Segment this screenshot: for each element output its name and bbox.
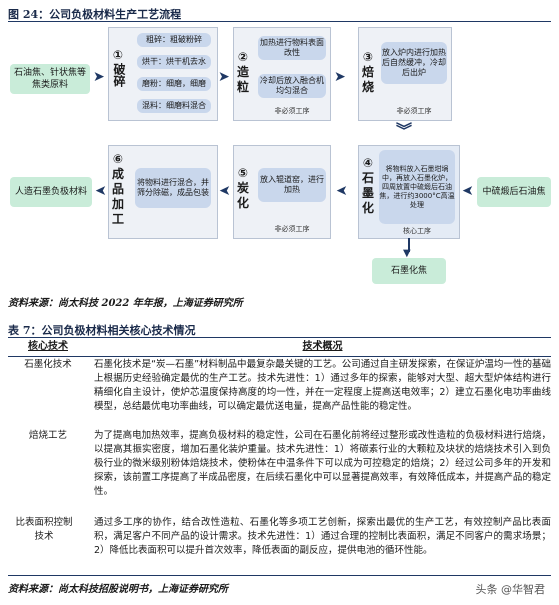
arrow-right-icon: ➤	[93, 69, 105, 85]
output-product-box: 人造石墨负极材料	[10, 177, 92, 207]
step-pill: 冷却后放入融合机均匀混合	[258, 74, 326, 98]
stage-carbonization: ⑤ 炭化 放入辊道窑，进行加热 非必须工序	[233, 145, 331, 239]
stage-note: 非必须工序	[274, 107, 310, 115]
table-caption: 表 7：公司负极材料相关核心技术情况	[8, 324, 196, 337]
table-bottom-rule	[8, 575, 551, 576]
stage-number: ②	[237, 50, 249, 64]
step-pill: 放入辊道窑，进行加热	[258, 168, 326, 202]
table-source: 资料来源：尚太科技招股说明书，上海证券研究所	[8, 580, 228, 595]
stage-roasting: ③ 焙烧 放入炉内进行加热后自然缓冲，冷却后出炉 非必须工序	[358, 27, 452, 121]
stage-name: 焙烧	[361, 65, 374, 94]
table-row: 石墨化技术 石墨化技术是“炭—石墨”材料制品中最复杂最关键的工艺。公司通过自主研…	[8, 358, 551, 428]
table-row: 比表面积控制技术 通过多工序的协作，结合改性造粒、石墨化等多项工艺创新，探索出最…	[8, 516, 551, 574]
step-pill: 加热进行物料表面改性	[258, 36, 326, 60]
stage-graphitization-label: ④ 石墨化	[361, 156, 375, 216]
tech-name: 石墨化技术	[24, 359, 72, 370]
stage-name: 成品加工	[111, 167, 124, 226]
arrow-right-icon: ➤	[218, 69, 230, 85]
stage-crushing-label: ① 破碎	[111, 48, 126, 91]
stage-granulation-label: ② 造粒	[236, 50, 250, 95]
tech-desc: 为了提高电加热效率，提高负极材料的稳定性，公司在石墨化前将经过整形或改性造粒的负…	[94, 430, 551, 497]
step-pill: 将物料放入石墨坩埚中，再放入石墨化炉，四周放置中硫煅后石油焦，进行约3000°C…	[379, 150, 455, 224]
table-row: 焙烧工艺 为了提高电加热效率，提高负极材料的稳定性，公司在石墨化前将经过整形或改…	[8, 429, 551, 513]
arrow-left-icon: ➤	[336, 183, 348, 199]
figure-source: 资料来源：尚太科技 2022 年年报，上海证券研究所	[8, 298, 243, 309]
step-pill: 烘干：烘干机去水	[137, 55, 211, 69]
stage-name: 炭化	[236, 181, 249, 210]
step-pill: 磨粉：细磨，细磨	[137, 77, 211, 91]
header-overview: 技术概况	[302, 341, 343, 352]
double-chevron-down-icon: ︾	[396, 121, 413, 140]
step-pill: 混料：细磨料混合	[137, 99, 211, 113]
table-source-part: 上海证券研究所	[158, 584, 228, 595]
graphitized-coke-box: 石墨化焦	[372, 258, 446, 284]
coke-input-box: 中硫煅后石油焦	[477, 177, 551, 207]
arrow-down-icon: ▼	[403, 248, 411, 259]
stage-number: ⑤	[237, 166, 249, 180]
arrow-left-icon: ➤	[219, 183, 231, 199]
raw-material-box: 石油焦、针状焦等焦类原料	[10, 64, 90, 94]
stage-note: 非必须工序	[274, 225, 310, 233]
stage-crushing: ① 破碎 粗碎：粗破粉碎 烘干：烘干机去水 磨粉：细磨，细磨 混料：细磨料混合	[108, 27, 218, 121]
step-pill: 粗碎：粗破粉碎	[137, 33, 211, 47]
tech-desc: 石墨化技术是“炭—石墨”材料制品中最复杂最关键的工艺。公司通过自主研发探索，在保…	[94, 359, 551, 412]
stage-name: 造粒	[236, 65, 249, 94]
figure-caption: 图 24：公司负极材料生产工艺流程	[8, 8, 182, 21]
step-pill: 放入炉内进行加热后自然缓冲，冷却后出炉	[381, 42, 447, 84]
arrow-down-line	[408, 238, 410, 252]
table-header: 核心技术 技术概况	[8, 340, 551, 356]
stage-carbonization-label: ⑤ 炭化	[236, 166, 250, 211]
tech-name: 焙烧工艺	[28, 430, 67, 441]
table-header-rule	[8, 356, 551, 357]
tech-name: 比表面积控制技术	[15, 517, 73, 542]
table-top-rule	[8, 337, 551, 338]
tech-desc: 通过多工序的协作，结合改性造粒、石墨化等多项工艺创新，探索出最优的生产工艺，有效…	[94, 517, 551, 556]
stage-note: 核心工序	[403, 227, 431, 235]
step-pill: 将物料进行混合，并筛分除磁，成品包装	[135, 168, 211, 208]
stage-number: ⑥	[112, 152, 124, 166]
stage-finishing-label: ⑥ 成品加工	[111, 152, 125, 227]
stage-roasting-label: ③ 焙烧	[361, 50, 375, 95]
arrow-left-icon: ➤	[95, 183, 107, 199]
arrow-left-icon: ➤	[462, 183, 474, 199]
figure-top-rule	[8, 21, 551, 22]
stage-number: ③	[362, 50, 374, 64]
stage-number: ④	[362, 156, 374, 170]
stage-finishing: ⑥ 成品加工 将物料进行混合，并筛分除磁，成品包装	[108, 145, 218, 239]
stage-note: 非必须工序	[396, 107, 432, 115]
watermark: 头条 @华智君	[475, 583, 546, 596]
stage-granulation: ② 造粒 加热进行物料表面改性 冷却后放入融合机均匀混合 非必须工序	[233, 27, 331, 121]
stage-graphitization: ④ 石墨化 将物料放入石墨坩埚中，再放入石墨化炉，四周放置中硫煅后石油焦，进行约…	[358, 145, 460, 239]
stage-name: 破碎	[112, 63, 126, 87]
header-core-tech: 核心技术	[28, 341, 68, 352]
table-source-part: 资料来源：尚太科技招股说明书，	[8, 584, 158, 595]
stage-number: ①	[112, 48, 124, 62]
arrow-right-icon: ➤	[334, 69, 346, 85]
stage-name: 石墨化	[361, 171, 374, 215]
